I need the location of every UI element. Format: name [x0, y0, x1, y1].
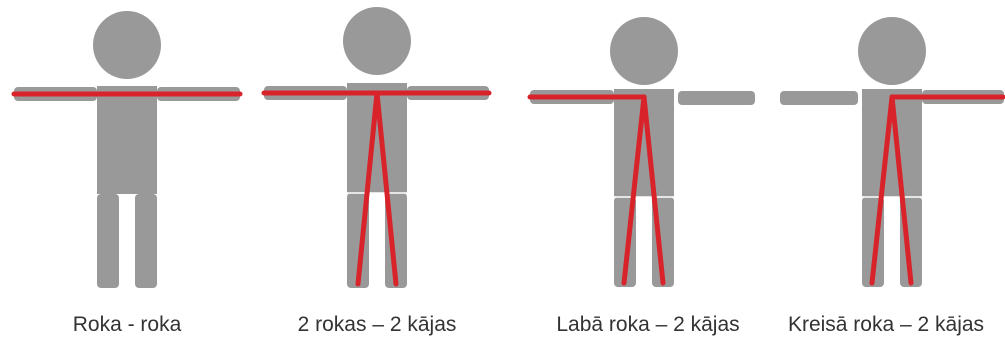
figure-kreisa-roka-2-kajas: [780, 17, 1005, 287]
left-arm: [780, 91, 858, 105]
right-arm: [678, 91, 755, 105]
caption-kreisa-roka-2-kajas: Kreisā roka – 2 kājas: [787, 313, 985, 336]
head: [343, 7, 411, 75]
leg-measure-line-left: [355, 90, 380, 287]
right-leg: [135, 194, 157, 288]
left-leg: [97, 194, 119, 288]
leg-measure-line-right: [889, 94, 914, 286]
leg-measure-line-right: [374, 90, 399, 287]
caption-2-rokas-2-kajas: 2 rokas – 2 kājas: [297, 313, 457, 336]
caption-roka-roka: Roka - roka: [72, 313, 182, 336]
leg-measure-line-right: [641, 94, 666, 286]
leg-measure-line-left: [621, 94, 647, 286]
leg-measure-line-left: [869, 94, 895, 286]
head: [93, 11, 161, 79]
figure-2-rokas-2-kajas: [261, 7, 492, 288]
head: [610, 17, 678, 85]
figure-laba-roka-2-kajas: [527, 17, 755, 287]
head: [858, 17, 926, 85]
torso: [97, 86, 157, 194]
caption-laba-roka-2-kajas: Labā roka – 2 kājas: [556, 313, 740, 336]
figure-roka-roka: [11, 11, 243, 288]
